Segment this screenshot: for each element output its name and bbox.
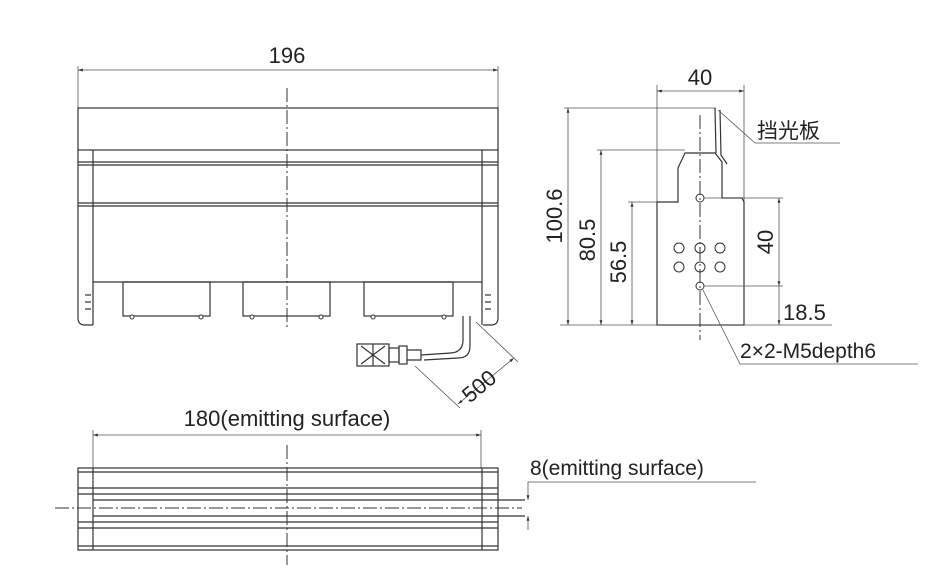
front-view: 196 (77, 43, 519, 409)
connector-icon (356, 343, 422, 367)
height-total-label: 100.6 (542, 188, 567, 243)
side-view: 40 100.6 80.5 56.5 40 18.5 挡光板 2×2-M5dep (542, 65, 918, 365)
driver-box (363, 281, 454, 317)
hole-spacing-label: 40 (753, 230, 778, 254)
thread-label: 2×2-M5depth6 (740, 340, 876, 363)
cable-length-label: 500 (457, 365, 501, 408)
width-dimension-label: 196 (269, 43, 306, 68)
cable (420, 316, 471, 361)
driver-box (122, 281, 211, 317)
cable-length-dimension-line (457, 357, 515, 405)
side-body (656, 152, 745, 326)
emitting-length-label: 180(emitting surface) (184, 406, 391, 431)
shield-label: 挡光板 (757, 120, 820, 143)
light-shield (714, 107, 728, 165)
height-mid-label: 80.5 (575, 219, 600, 262)
emitting-width-label: 8(emitting surface) (530, 457, 704, 480)
height-body-label: 56.5 (606, 241, 631, 284)
bottom-view: 180(emitting surface) 8(emitting surface… (55, 406, 756, 565)
hole-offset-label: 18.5 (783, 300, 826, 325)
top-housing (77, 107, 499, 151)
bottom-housing (77, 467, 499, 551)
side-width-label: 40 (688, 65, 712, 90)
